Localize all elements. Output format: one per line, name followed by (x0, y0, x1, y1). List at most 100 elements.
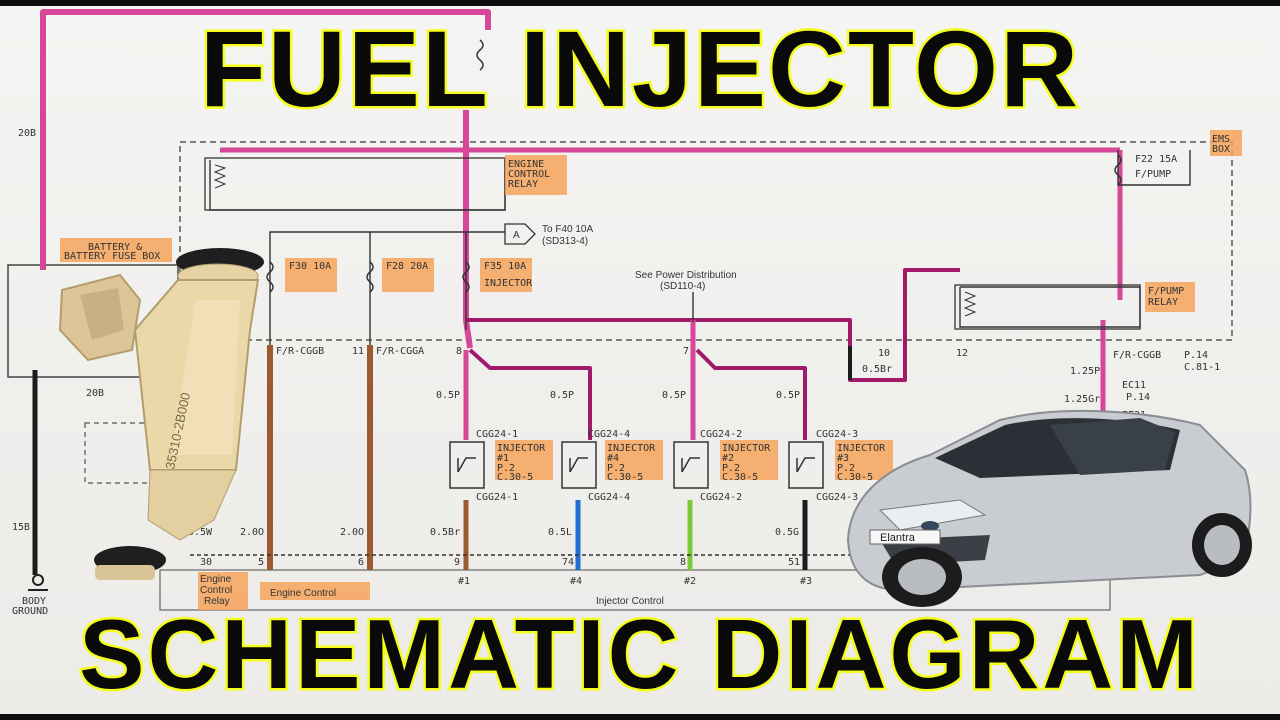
fuse-f28-icon (366, 261, 374, 293)
ecr-highlight (505, 155, 567, 195)
fpump-coil-icon (963, 291, 977, 317)
wire-05br2-label: 0.5Br (862, 364, 892, 375)
ec11-label: EC11 (1122, 380, 1146, 391)
see-power-label: See Power Distribution (635, 270, 737, 281)
wire-05p-4-label: 0.5P (776, 390, 800, 401)
car-headlight (878, 499, 987, 531)
wire-20b-feed (40, 9, 491, 270)
pin-7-label: 7 (683, 346, 689, 357)
wire-15b-label: 15B (12, 522, 30, 533)
svg-text:#4: #4 (607, 453, 619, 464)
inj3-highlight (835, 440, 893, 480)
frame-bottom (0, 714, 1280, 720)
thin-ecr-box (209, 160, 506, 211)
pin-10-label: 10 (878, 348, 890, 359)
battery-highlight (60, 238, 172, 262)
wire-05p-1-label: 0.5P (436, 390, 460, 401)
wire-05w-label: 0.5W (188, 527, 213, 538)
fuse-f22-icon (1114, 154, 1122, 186)
fr-cgga-label: F/R-CGGA (376, 346, 424, 357)
injector-control-label: Injector Control (596, 596, 664, 607)
pin-30-label: 30 (200, 557, 212, 568)
f22-label: F22 15A (1135, 154, 1177, 165)
fuse-icons (266, 39, 1122, 293)
wire-20b-label: 20B (86, 388, 104, 399)
svg-text:INJECTOR: INJECTOR (722, 443, 771, 454)
svg-text:INJECTOR: INJECTOR (497, 443, 546, 454)
fr-cggb2-label: F/R-CGGB (1113, 350, 1161, 361)
p14-label: P.14 (1184, 350, 1208, 361)
injector-body-sheen (172, 300, 240, 455)
body-ground-label-1: BODY (22, 596, 46, 607)
ems-highlight (1210, 130, 1242, 156)
c81-label: C.81-1 (1184, 362, 1220, 373)
ecr-bottom-label-2: Control (200, 585, 232, 596)
body-ground-label-2: GROUND (12, 606, 48, 617)
inj4-coil-icon (569, 457, 588, 473)
ecr-bottom-label-3: Relay (204, 596, 230, 607)
schematic-labels: ENGINE CONTROL RELAY EMS BOX F22 15A F/P… (12, 98, 1230, 617)
ems-label-2: BOX (1212, 144, 1230, 155)
ecr-label-3: RELAY (508, 179, 538, 190)
thin-f22-box (1117, 150, 1191, 186)
inj1-highlight (495, 440, 553, 480)
car-side-window (1050, 418, 1175, 475)
battery-label-2: BATTERY FUSE BOX (64, 251, 160, 262)
wire-30r-label: 3.0R (448, 98, 473, 109)
wire-branch-inj3 (695, 348, 807, 440)
engine-control-highlight (260, 582, 370, 600)
svg-text:CGG24-1: CGG24-1 (476, 492, 518, 503)
ecr-label-1: ENGINE (508, 159, 544, 170)
inj1-coil-icon (457, 457, 476, 473)
wire-branch-inj4 (468, 348, 592, 440)
brown-control-wires (32, 345, 808, 575)
f35-sub-label: INJECTOR (484, 278, 533, 289)
thin-fpump-box (959, 286, 1141, 328)
inj3-coil-icon (796, 457, 815, 473)
svg-text:#2: #2 (684, 576, 696, 587)
injector-tip (95, 565, 155, 580)
inj1-symbol (449, 441, 485, 489)
svg-text:INJECTOR: INJECTOR (837, 443, 886, 454)
svg-text:CGG24-3: CGG24-3 (816, 429, 858, 440)
ecr-bottom-label-1: Engine (200, 574, 232, 585)
fpump-relay-highlight (1145, 282, 1195, 312)
fpump-relay-label-2: RELAY (1148, 297, 1178, 308)
f30-label: F30 10A (289, 261, 331, 272)
injector-connector-socket (80, 288, 124, 340)
pin-5-label: 5 (258, 557, 264, 568)
wire-20b-top-label: 20B (18, 128, 36, 139)
inj2-highlight (720, 440, 778, 480)
injector-3-labels: CGG24-3 INJECTOR #3 P.2 C.30-5 CGG24-3 #… (800, 429, 886, 587)
inj3-symbol (788, 441, 824, 489)
car-image: Elantra (846, 409, 1252, 607)
ecr-label-2: CONTROL (508, 169, 550, 180)
svg-text:#4: #4 (570, 576, 582, 587)
fuse-f30-icon (266, 261, 274, 293)
fuse-top-icon (476, 39, 484, 71)
car-plate (869, 529, 941, 545)
car-rear-rim (1204, 525, 1240, 565)
inj2-coil-icon (681, 457, 700, 473)
wire-05p-3-label: 0.5P (662, 390, 686, 401)
title-bottom: SCHEMATIC DIAGRAM (77, 598, 1201, 711)
svg-text:C.30-5: C.30-5 (497, 472, 533, 483)
svg-text:#2: #2 (722, 453, 734, 464)
battery-label-1: BATTERY & (88, 242, 142, 253)
f28-highlight (382, 258, 434, 292)
fuel-injector-image: 35310-2B000 (58, 248, 264, 580)
svg-text:C.30-5: C.30-5 (722, 472, 758, 483)
sd110-label: (SD110-4) (660, 281, 705, 292)
engine-control-label: Engine Control (270, 588, 336, 599)
ecr-lbl-highlight (198, 572, 248, 610)
injector-labels: CGG24-1 INJECTOR #1 P.2 C.30-5 CGG24-1 #… (458, 429, 886, 587)
hyundai-logo-icon (921, 521, 939, 531)
svg-text:CGG24-3: CGG24-3 (816, 492, 858, 503)
f35-highlight (480, 258, 532, 292)
ems-box-outline (179, 141, 1233, 341)
wire-125p-label: 1.25P (1070, 366, 1100, 377)
svg-text:CGG24-2: CGG24-2 (700, 492, 742, 503)
svg-text:INJECTOR: INJECTOR (607, 443, 656, 454)
fpump-relay-label-1: F/PUMP (1148, 286, 1184, 297)
